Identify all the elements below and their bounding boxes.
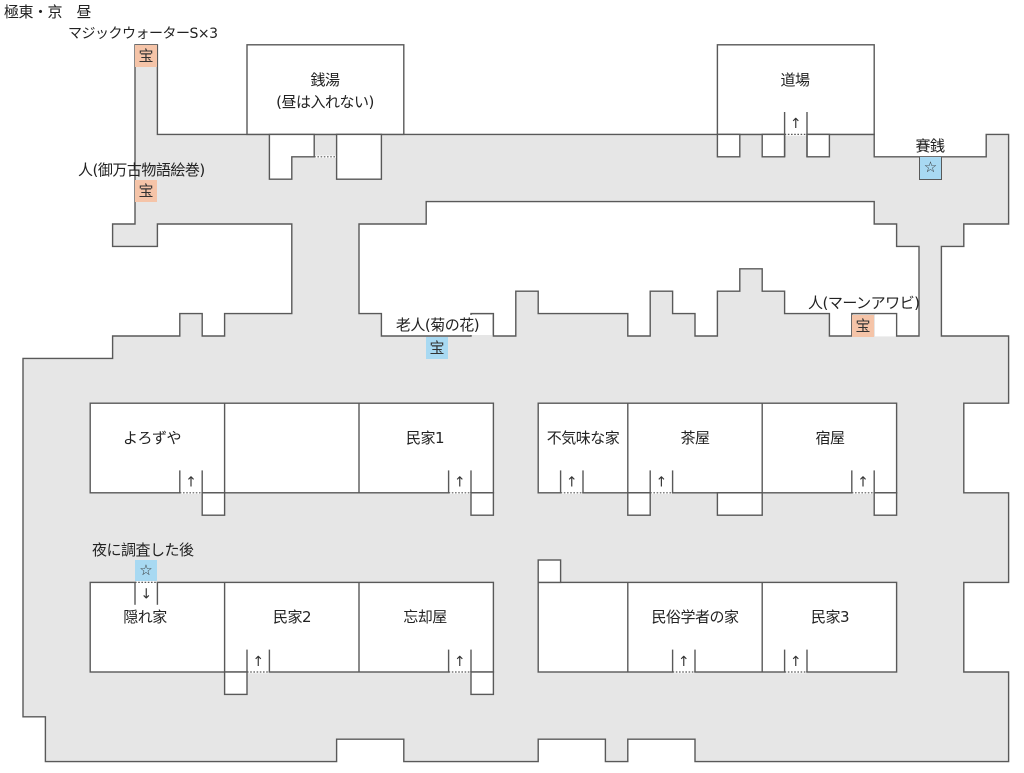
- alcove: [875, 314, 896, 337]
- arrow-down-icon: ↓: [140, 587, 152, 603]
- treasure-icon: 宝: [135, 45, 157, 67]
- annotation-abalone-person: 人(マーンアワビ): [808, 294, 920, 312]
- wall-block: [716, 133, 741, 158]
- room-label-chaya: 茶屋: [680, 429, 710, 447]
- room-label-yadoya: 宿屋: [815, 429, 845, 447]
- room-label-bukimi: 不気味な家: [546, 429, 620, 447]
- dojo-label: 道場: [780, 71, 810, 89]
- annotation-after-night: 夜に調査した後: [92, 541, 194, 559]
- treasure-icon: 宝: [135, 180, 157, 202]
- room-label-yorozuya: よろずや: [122, 429, 182, 447]
- annotation-magic-water: マジックウォーターS×3: [68, 26, 218, 42]
- star-icon: ☆: [135, 560, 157, 581]
- dojo-building: [716, 44, 875, 136]
- room-label-minzoku: 民俗学者の家: [651, 608, 739, 626]
- arrow-up-icon: ↑: [566, 475, 578, 491]
- annotation-saisen: 賽銭: [915, 137, 945, 155]
- room-label-minka2: 民家2: [272, 608, 312, 626]
- arrow-up-icon: ↑: [454, 654, 466, 670]
- sento-entrance-block: [268, 133, 315, 180]
- arrow-up-icon: ↑: [656, 475, 668, 491]
- arrow-up-icon: ↑: [185, 475, 197, 491]
- treasure-icon: 宝: [852, 315, 874, 337]
- wall-block: [335, 133, 383, 180]
- arrow-up-icon: ↑: [790, 116, 802, 132]
- wall-block: [761, 133, 786, 158]
- map-title: 極東・京 昼: [4, 3, 92, 21]
- wall-block: [873, 492, 898, 516]
- wall-block: [470, 492, 495, 516]
- room-label-minka1: 民家1: [405, 429, 445, 447]
- annotation-old-man: 老人(菊の花): [383, 315, 492, 335]
- arrow-up-icon: ↑: [790, 654, 802, 670]
- arrow-up-icon: ↑: [252, 654, 264, 670]
- arrow-up-icon: ↑: [454, 475, 466, 491]
- sento-building: [246, 44, 405, 136]
- room-label-kakurega: 隠れ家: [123, 608, 167, 626]
- wall-block: [537, 559, 562, 584]
- arrow-up-icon: ↑: [857, 475, 869, 491]
- annotation-scroll-person: 人(御万古物語絵巻): [78, 161, 205, 179]
- wall-block: [716, 492, 763, 516]
- wall-block: [627, 492, 651, 516]
- house-row-2-east: [537, 581, 898, 673]
- treasure-icon: 宝: [426, 337, 448, 359]
- sento-note: (昼は入れない): [276, 93, 374, 111]
- room-label-minka3: 民家3: [810, 608, 850, 626]
- wall-block: [201, 492, 226, 516]
- house-row-1-east: [537, 402, 898, 494]
- star-icon: ☆: [919, 157, 942, 180]
- sento-label: 銭湯: [310, 71, 340, 89]
- wall-block: [806, 133, 831, 158]
- house-row-1-west: [89, 402, 495, 494]
- room-label-boukyakuya: 忘却屋: [403, 608, 447, 626]
- wall-block: [223, 671, 248, 696]
- wall-block: [470, 671, 495, 696]
- arrow-up-icon: ↑: [678, 654, 690, 670]
